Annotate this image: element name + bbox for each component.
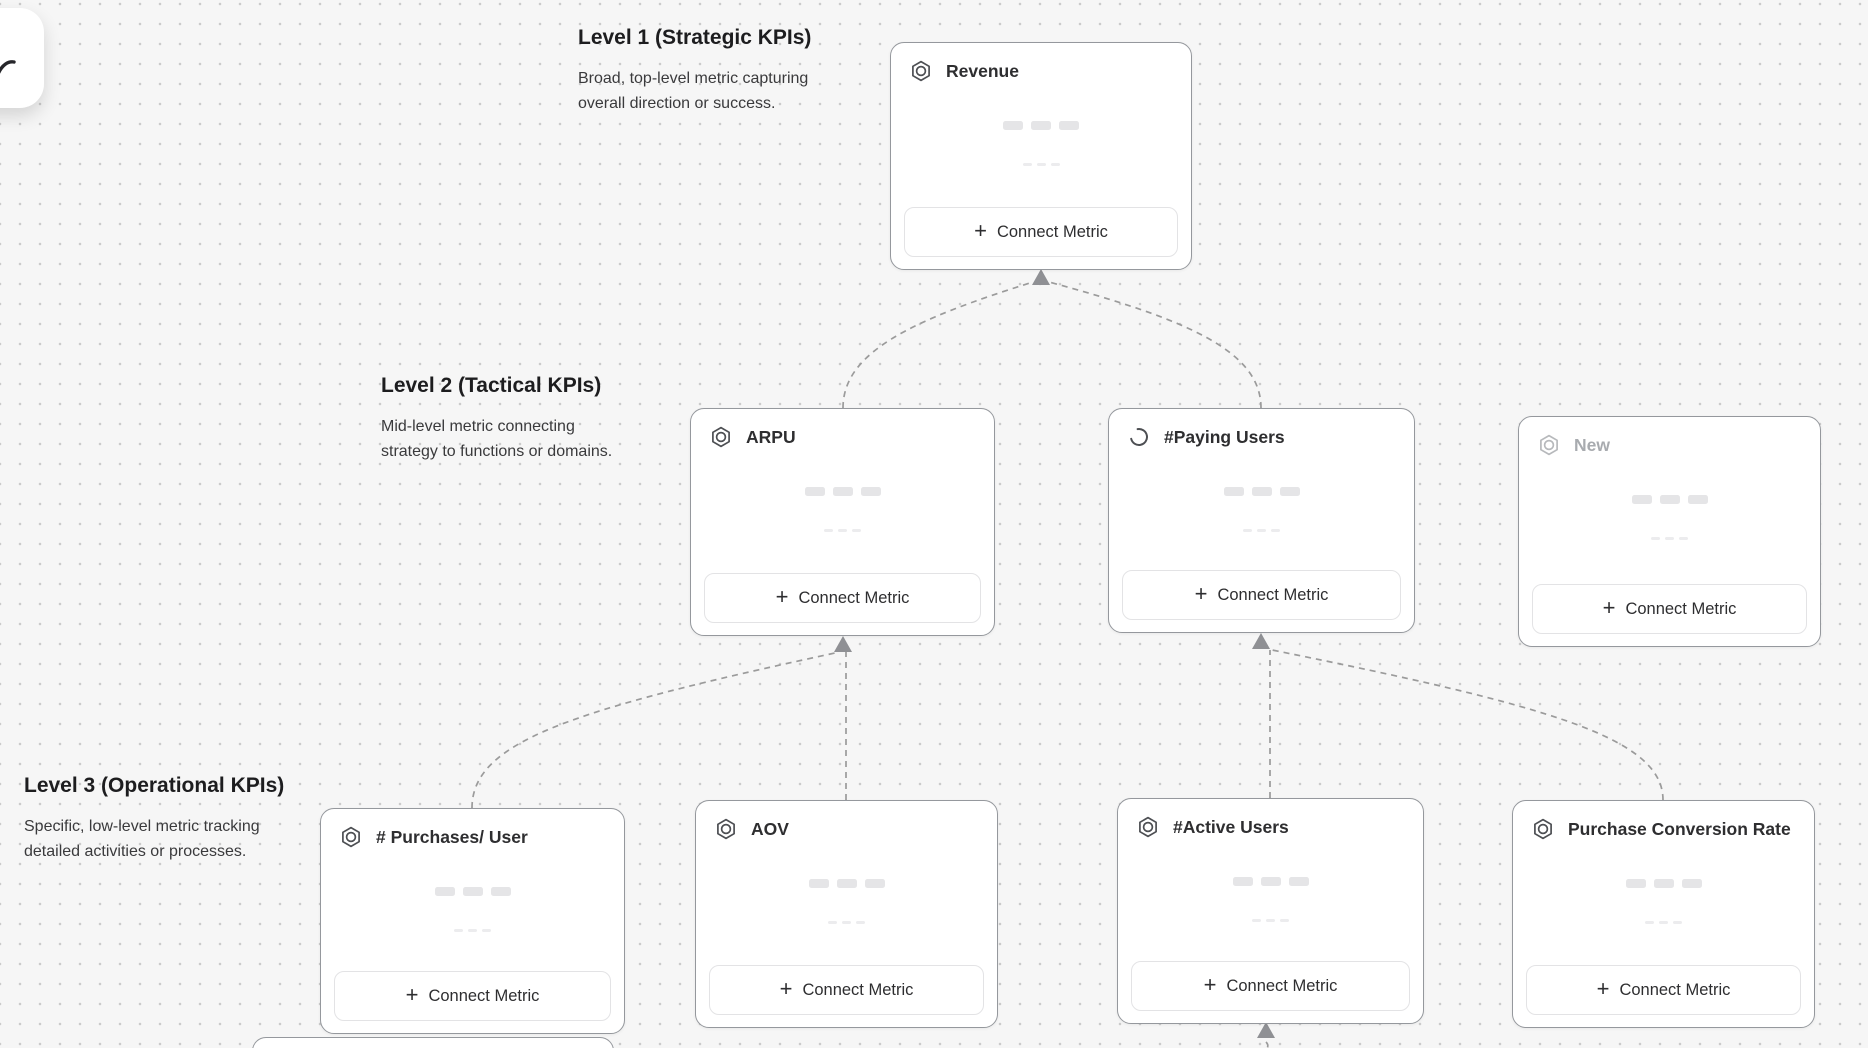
- skeleton-placeholder: [691, 529, 994, 532]
- card-title: # Purchases/ User: [376, 826, 528, 847]
- plus-icon: +: [779, 976, 793, 1001]
- connect-metric-label: Connect Metric: [1226, 976, 1338, 995]
- skeleton-placeholder: [1513, 879, 1814, 888]
- skeleton-placeholder: [696, 921, 997, 924]
- connect-metric-button[interactable]: + Connect Metric: [709, 965, 984, 1015]
- level1-desc-line2: overall direction or success.: [578, 95, 776, 112]
- level1-title: Level 1 (Strategic KPIs): [578, 26, 812, 49]
- spinner-icon: [1127, 425, 1151, 449]
- plus-icon: +: [974, 218, 987, 243]
- arrowhead-payingusers: [1252, 633, 1270, 649]
- metric-hexagon-icon: [714, 817, 738, 841]
- level3-desc-line1: Specific, low-level metric tracking: [24, 818, 260, 835]
- connect-metric-button[interactable]: + Connect Metric: [904, 207, 1178, 257]
- plus-icon: +: [1602, 595, 1616, 620]
- metric-hexagon-icon: [339, 825, 363, 849]
- connect-metric-label: Connect Metric: [802, 980, 914, 999]
- level1-desc-line1: Broad, top-level metric capturing: [578, 70, 809, 87]
- skeleton-placeholder: [321, 887, 624, 896]
- arrowhead-activeusers: [1257, 1022, 1275, 1038]
- plus-icon: +: [775, 584, 789, 609]
- level3-description: Specific, low-level metric tracking deta…: [24, 814, 260, 864]
- skeleton-placeholder: [1109, 487, 1414, 496]
- card-title: Purchase Conversion Rate: [1568, 818, 1791, 839]
- skeleton-placeholder: [1109, 529, 1414, 532]
- level1-description: Broad, top-level metric capturing overal…: [578, 66, 808, 116]
- metric-card-purchases-per-user[interactable]: # Purchases/ User + Connect Metric: [320, 808, 625, 1034]
- connect-metric-button[interactable]: + Connect Metric: [1131, 961, 1410, 1011]
- card-title: AOV: [751, 818, 789, 839]
- connect-metric-label: Connect Metric: [996, 222, 1108, 241]
- metric-hexagon-icon: [1537, 433, 1561, 457]
- skeleton-placeholder: [321, 929, 624, 932]
- level2-desc-line2: strategy to functions or domains.: [381, 443, 613, 460]
- partial-card-bottom-edge[interactable]: [252, 1037, 614, 1048]
- connect-metric-button[interactable]: + Connect Metric: [334, 971, 611, 1021]
- edge-payingusers-revenue: [1048, 281, 1262, 409]
- skeleton-placeholder: [891, 121, 1191, 130]
- connect-metric-button[interactable]: + Connect Metric: [1532, 584, 1807, 634]
- card-title: #Paying Users: [1164, 426, 1285, 447]
- skeleton-placeholder: [891, 163, 1191, 166]
- metric-card-purchase-conversion-rate[interactable]: Purchase Conversion Rate + Connect Metri…: [1512, 800, 1815, 1028]
- skeleton-placeholder: [696, 879, 997, 888]
- skeleton-placeholder: [1513, 921, 1814, 924]
- connect-metric-button[interactable]: + Connect Metric: [1122, 570, 1401, 620]
- level2-desc-line1: Mid-level metric connecting: [381, 418, 575, 435]
- skeleton-placeholder: [691, 487, 994, 496]
- plus-icon: +: [405, 982, 419, 1007]
- card-title: New: [1574, 434, 1610, 455]
- plus-icon: +: [1194, 581, 1208, 606]
- card-title: ARPU: [746, 426, 796, 447]
- metric-card-arpu[interactable]: ARPU + Connect Metric: [690, 408, 995, 636]
- connect-metric-label: Connect Metric: [1217, 585, 1329, 604]
- edge-purchases-arpu: [471, 652, 836, 809]
- arrowhead-revenue: [1032, 269, 1050, 285]
- plus-icon: +: [1596, 976, 1610, 1001]
- plus-icon: +: [1203, 972, 1217, 997]
- connect-metric-label: Connect Metric: [798, 588, 910, 607]
- metric-hexagon-icon: [1136, 815, 1160, 839]
- metric-hexagon-icon: [909, 59, 933, 83]
- skeleton-placeholder: [1519, 537, 1820, 540]
- level3-desc-line2: detailed activities or processes.: [24, 843, 247, 860]
- partial-floating-card[interactable]: [0, 8, 44, 108]
- skeleton-placeholder: [1118, 919, 1423, 922]
- edge-pcr-payingusers: [1271, 649, 1664, 801]
- card-title: #Active Users: [1173, 816, 1289, 837]
- connect-metric-label: Connect Metric: [1619, 980, 1731, 999]
- edge-offscreen-activeusers: [1265, 1041, 1269, 1048]
- metric-card-revenue[interactable]: Revenue + Connect Metric: [890, 42, 1192, 270]
- connect-metric-label: Connect Metric: [428, 986, 540, 1005]
- metric-card-aov[interactable]: AOV + Connect Metric: [695, 800, 998, 1028]
- edge-arpu-revenue: [842, 281, 1034, 409]
- level2-description: Mid-level metric connecting strategy to …: [381, 414, 612, 464]
- skeleton-placeholder: [1519, 495, 1820, 504]
- card-title: Revenue: [946, 60, 1019, 81]
- connect-metric-button[interactable]: + Connect Metric: [1526, 965, 1801, 1015]
- level3-title: Level 3 (Operational KPIs): [24, 774, 285, 797]
- metric-hexagon-icon: [709, 425, 733, 449]
- level2-title: Level 2 (Tactical KPIs): [381, 374, 602, 397]
- metric-card-new[interactable]: New + Connect Metric: [1518, 416, 1821, 647]
- connect-metric-button[interactable]: + Connect Metric: [704, 573, 981, 623]
- skeleton-placeholder: [1118, 877, 1423, 886]
- metric-hexagon-icon: [1531, 817, 1555, 841]
- arrowhead-arpu: [834, 636, 852, 652]
- metric-card-paying-users[interactable]: #Paying Users + Connect Metric: [1108, 408, 1415, 633]
- connect-metric-label: Connect Metric: [1625, 599, 1737, 618]
- sketch-glyph-icon: [0, 60, 16, 74]
- metric-card-active-users[interactable]: #Active Users + Connect Metric: [1117, 798, 1424, 1024]
